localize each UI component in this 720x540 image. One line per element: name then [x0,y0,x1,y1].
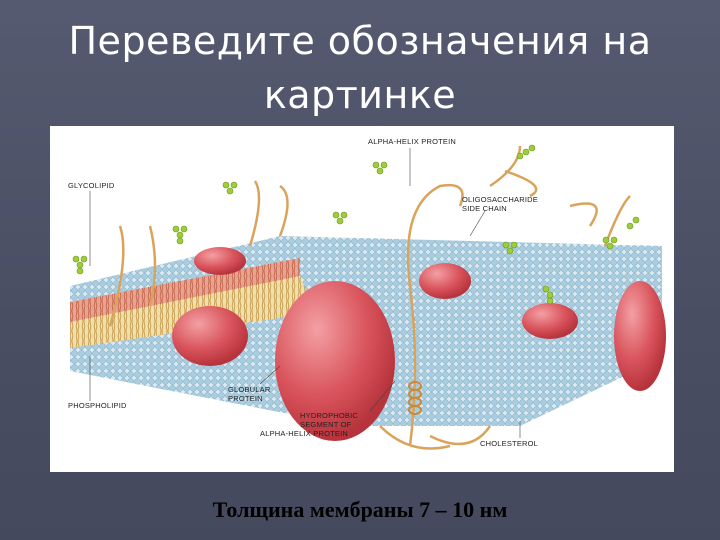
label-phospholipid: PHOSPHOLIPID [68,401,127,410]
title-line-2: картинке [263,73,457,117]
leader-lines [89,148,521,438]
globular-protein-edge [614,281,666,391]
label-cholesterol: CHOLESTEROL [480,439,538,448]
front-edge-tails [70,254,300,322]
globular-protein-large [275,281,395,441]
title-line-1: Переведите обозначения на [68,19,652,63]
membrane-diagram: GLYCOLIPID PHOSPHOLIPID ALPHA-HELIX PROT… [50,126,674,472]
label-oligosaccharide-1: OLIGOSACCHARIDE [462,195,538,204]
label-hydrophobic-2: SEGMENT OF [300,420,352,429]
membrane-thickness-caption: Толщина мембраны 7 – 10 нм [212,497,508,522]
label-globular-1: GLOBULAR [228,385,271,394]
label-hydrophobic-1: HYDROPHOBIC [300,411,358,420]
alpha-helix-strands [108,145,631,450]
globular-protein-mid [419,263,471,299]
slide-title: Переведите обозначения на картинке [0,14,720,122]
oligosaccharide-chains [72,144,640,305]
helix-coil [408,381,422,415]
label-hydrophobic-3: ALPHA-HELIX PROTEIN [260,429,348,438]
label-oligosaccharide-2: SIDE CHAIN [462,204,507,213]
label-alpha-helix-protein: ALPHA-HELIX PROTEIN [368,137,456,146]
globular-protein-right [522,303,578,339]
label-glycolipid: GLYCOLIPID [68,181,115,190]
label-globular-2: PROTEIN [228,394,263,403]
globular-protein-small [172,306,248,366]
globular-protein-top [194,247,246,275]
membrane-illustration: GLYCOLIPID PHOSPHOLIPID ALPHA-HELIX PROT… [68,137,666,450]
